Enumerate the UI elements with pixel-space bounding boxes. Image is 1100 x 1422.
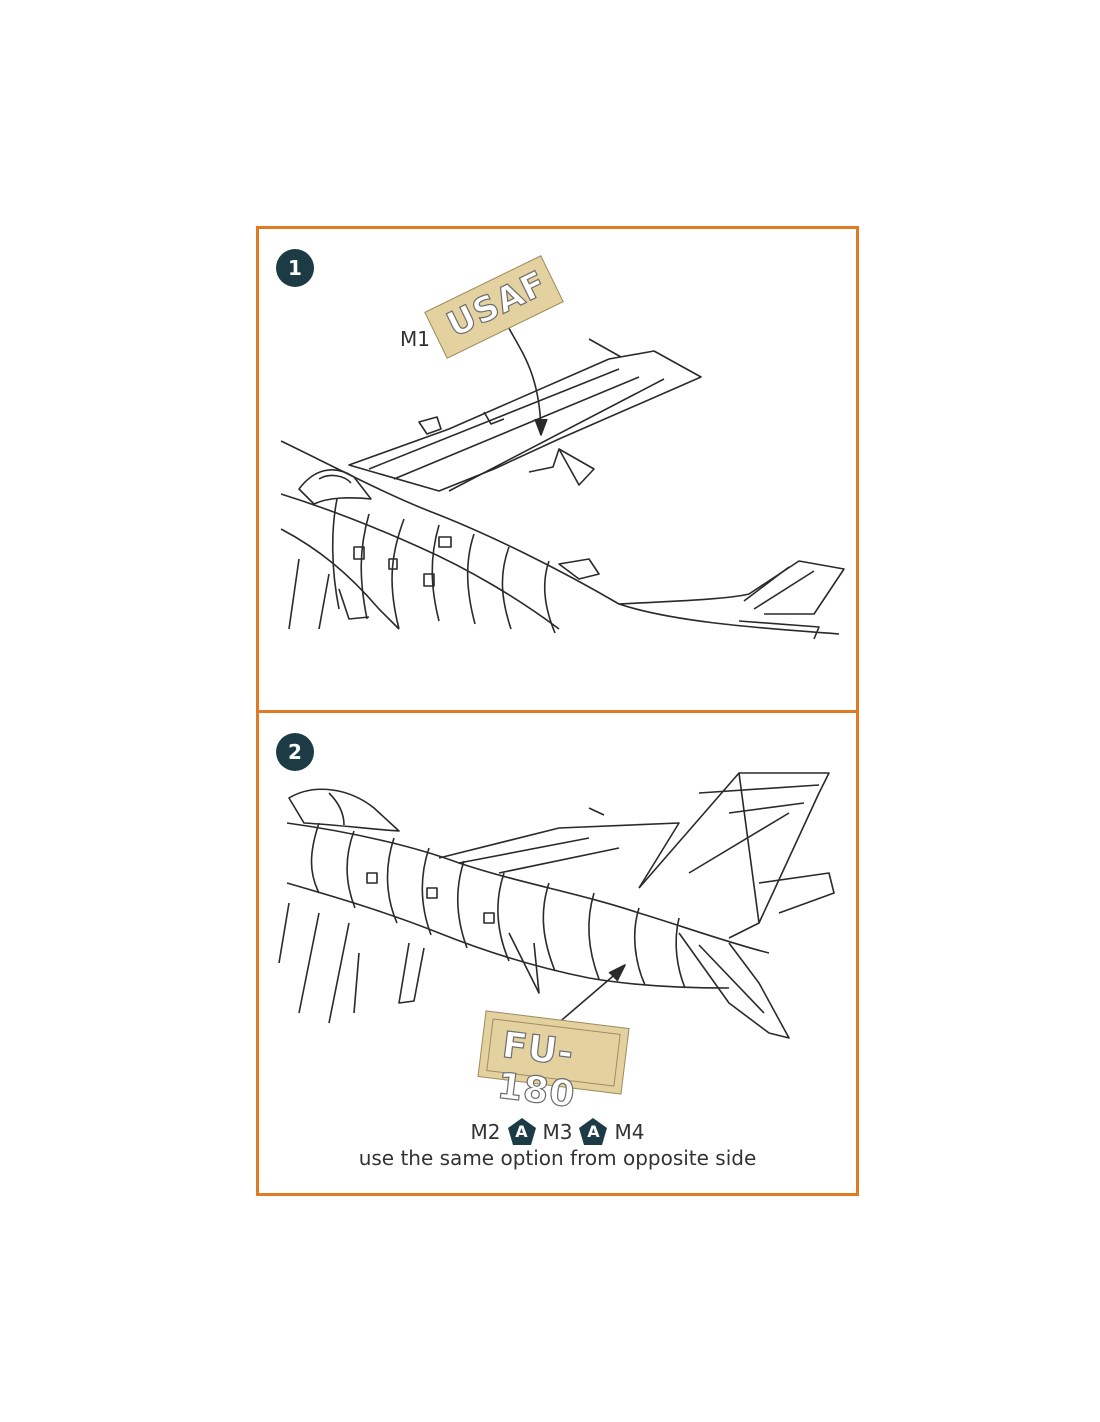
option-a-letter: A bbox=[515, 1122, 528, 1141]
step-number-badge: 2 bbox=[276, 733, 314, 771]
option-a-badge: A bbox=[578, 1117, 608, 1147]
option-a-letter: A bbox=[587, 1122, 600, 1141]
decal-options-row: M2 A M3 A M4 bbox=[259, 1117, 856, 1147]
instruction-note: use the same option from opposite side bbox=[358, 1146, 757, 1170]
option-a-badge: A bbox=[507, 1117, 537, 1147]
fu-180-decal-text: FU-180 bbox=[494, 1024, 578, 1116]
step-number-badge: 1 bbox=[276, 249, 314, 287]
decal-option-m3: M3 bbox=[542, 1120, 573, 1144]
aircraft-rear-fuselage-drawing bbox=[278, 772, 835, 1039]
step-2-panel: 2 bbox=[256, 710, 859, 1196]
step-1-panel: 1 bbox=[256, 226, 859, 713]
aircraft-wing-top-drawing bbox=[280, 318, 845, 640]
decal-option-m2: M2 bbox=[470, 1120, 501, 1144]
decal-number-label: M1 bbox=[400, 327, 430, 351]
decal-option-m4: M4 bbox=[614, 1120, 645, 1144]
